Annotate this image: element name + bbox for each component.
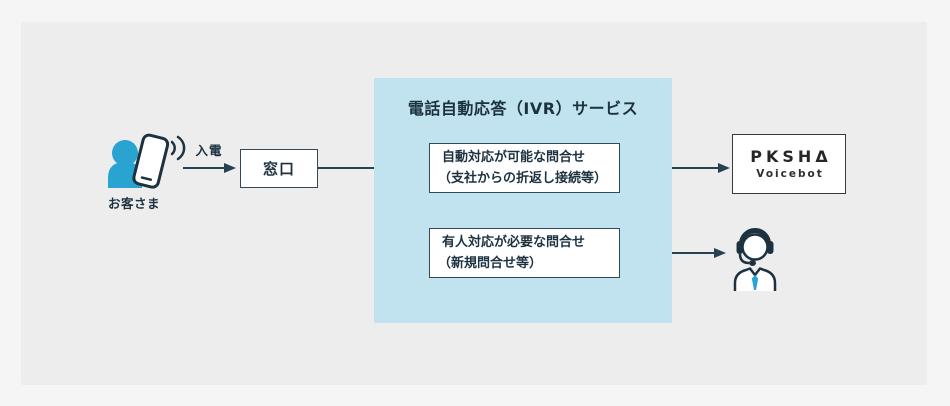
customer-smartphone-icon: [108, 133, 186, 189]
incoming-call-label: 入電: [195, 143, 223, 158]
human-inquiry-line2: （新規問合せ等）: [438, 256, 543, 271]
auto-inquiry-node: 自動対応が可能な問合せ （支社からの折返し接続等）: [429, 143, 620, 193]
pksha-logo: PKSHΔ: [750, 147, 832, 166]
auto-inquiry-line1: 自動対応が可能な問合せ: [442, 150, 586, 165]
voicebot-node: PKSHΔ Voicebot: [732, 134, 846, 194]
operator-headset-icon: [733, 228, 777, 291]
reception-node: 窓口: [240, 149, 318, 188]
human-inquiry-line1: 有人対応が必要な問合せ: [442, 235, 586, 250]
reception-label: 窓口: [262, 160, 295, 178]
auto-inquiry-line2: （支社からの折返し接続等）: [438, 171, 608, 186]
voicebot-product-label: Voicebot: [756, 168, 824, 180]
ivr-panel-title: 電話自動応答（IVR）サービス: [407, 99, 639, 118]
customer-label: お客さま: [107, 196, 160, 211]
ivr-service-panel: 電話自動応答（IVR）サービス: [374, 78, 672, 323]
human-inquiry-node: 有人対応が必要な問合せ （新規問合せ等）: [429, 228, 620, 278]
